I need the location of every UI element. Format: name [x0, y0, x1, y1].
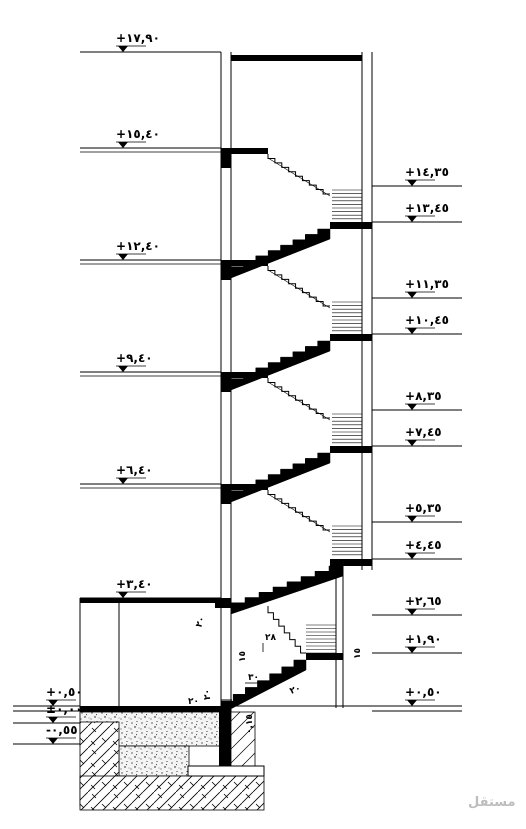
small-dimension-labels: ٢٠ ٢٨ ١٥ ٣٠ ٢٠ ١٥ ٠,١٥ ٢٠ ٢٠ — [188, 615, 363, 734]
level-text-lvl-3-40: +٣,٤٠ — [116, 577, 153, 591]
stair-flights — [220, 154, 362, 715]
level-text-lvl-13-45: +١٣,٤٥ — [405, 201, 449, 215]
level-marker-lvl-15-40: +١٥,٤٠ — [116, 127, 160, 148]
label-30: ٣٠ — [248, 673, 259, 683]
level-marker-lvl-12-40: +١٢,٤٠ — [116, 239, 160, 260]
level-marker-lvl-10-45: +١٠,٤٥ — [405, 313, 449, 334]
level-marker-lvl-17-90: +١٧,٩٠ — [116, 31, 160, 52]
level-text-lvl-10-45: +١٠,٤٥ — [405, 313, 449, 327]
level-marker-lvl-6-40: +٦,٤٠ — [116, 463, 153, 484]
level-marker-lvl-2-65: +٢,٦٥ — [405, 594, 442, 615]
level-text-lvl-14-35: +١٤,٣٥ — [405, 165, 449, 179]
label-15: ١٥ — [238, 651, 248, 662]
level-lines — [80, 51, 462, 707]
level-text-lvl-9-40: +٩,٤٠ — [116, 351, 153, 365]
level-marker-lvl-8-35: +٨,٣٥ — [405, 389, 442, 410]
level-labels: +١٧,٩٠ +١٥,٤٠ +١٢,٤٠ +٩,٤٠ +٦,٤٠ +٣,٤٠ +١٤,٣٥ +… — [46, 31, 449, 744]
level-text-lvl-7-45: +٧,٤٥ — [405, 425, 442, 439]
level-text-lvl-11-35: +١١,٣٥ — [405, 277, 449, 291]
level-marker-lvl-m0-55: -٠,٥٥ — [46, 723, 78, 744]
level-text-lvl-8-35: +٨,٣٥ — [405, 389, 442, 403]
level-text-lvl-1-90: +١,٩٠ — [405, 632, 442, 646]
level-marker-lvl-0-50-l: +٠,٥٠ — [46, 685, 83, 706]
level-text-lvl-4-45: +٤,٤٥ — [405, 538, 442, 552]
label-20c: ٢٠ — [188, 697, 199, 707]
level-text-lvl-2-65: +٢,٦٥ — [405, 594, 442, 608]
level-marker-lvl-7-45: +٧,٤٥ — [405, 425, 442, 446]
level-marker-lvl-14-35: +١٤,٣٥ — [405, 165, 449, 186]
level-marker-lvl-0-50-r: +٠,٥٠ — [405, 685, 442, 706]
watermark-logo: مستقل — [468, 795, 516, 810]
level-marker-lvl-9-40: +٩,٤٠ — [116, 351, 153, 372]
label-20d: ٢٠ — [203, 689, 213, 700]
level-text-lvl-15-40: +١٥,٤٠ — [116, 127, 160, 141]
label-15b: ١٥ — [353, 648, 363, 659]
level-text-lvl-0-00: ±٠,٠٠ — [46, 702, 83, 716]
level-text-lvl-6-40: +٦,٤٠ — [116, 463, 153, 477]
level-text-lvl-12-40: +١٢,٤٠ — [116, 239, 160, 253]
ground-floor — [13, 598, 462, 811]
level-marker-lvl-13-45: +١٣,٤٥ — [405, 201, 449, 222]
level-text-lvl-m0-55: -٠,٥٥ — [46, 723, 78, 737]
level-text-lvl-17-90: +١٧,٩٠ — [116, 31, 160, 45]
label-0-15: ٠,١٥ — [245, 714, 255, 734]
label-20b: ٢٠ — [289, 684, 303, 697]
level-marker-lvl-3-40: +٣,٤٠ — [116, 577, 153, 598]
label-slab-20: ٢٠ — [194, 615, 207, 629]
level-text-lvl-0-50-r: +٠,٥٠ — [405, 685, 442, 699]
level-marker-lvl-0-00: ±٠,٠٠ — [46, 702, 83, 723]
label-28: ٢٨ — [265, 633, 276, 643]
level-marker-lvl-5-35: +٥,٣٥ — [405, 501, 442, 522]
level-text-lvl-5-35: +٥,٣٥ — [405, 501, 442, 515]
level-marker-lvl-1-90: +١,٩٠ — [405, 632, 442, 653]
level-marker-lvl-11-35: +١١,٣٥ — [405, 277, 449, 298]
level-marker-lvl-4-45: +٤,٤٥ — [405, 538, 442, 559]
level-text-lvl-0-50-l: +٠,٥٠ — [46, 685, 83, 699]
